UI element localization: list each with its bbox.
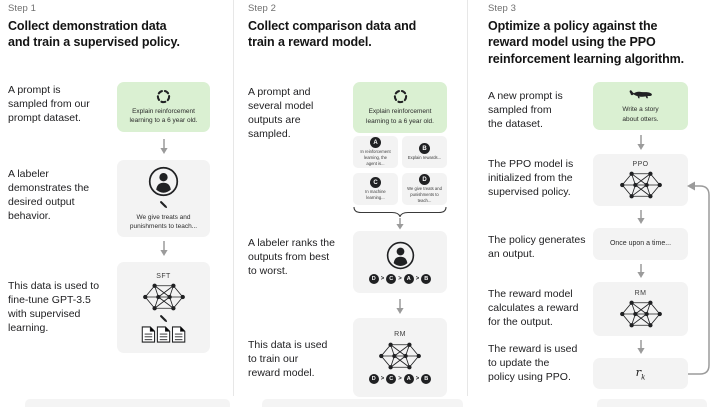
- arrow-down-icon: [636, 340, 646, 355]
- label-finetune: This data is used to fine-tune GPT-3.5 w…: [8, 280, 100, 334]
- output-letter: C: [370, 177, 381, 189]
- rank-separator: >: [415, 376, 420, 382]
- output-card-b: B Explain rewards...: [402, 136, 447, 168]
- rank-separator: >: [398, 376, 402, 382]
- ranking-row: D > C > A > B: [368, 374, 432, 384]
- reward-symbol-base: r: [635, 365, 642, 380]
- documents-icon: [141, 325, 187, 343]
- rank-circle: B: [421, 374, 432, 384]
- ranking-labeler-box: D > C > A > B: [353, 231, 447, 293]
- column-divider: [233, 0, 234, 396]
- model-tag: PPO: [632, 160, 649, 168]
- pencil-icon: [159, 200, 169, 210]
- output-letter: B: [419, 143, 430, 155]
- rm-model-box: RM: [593, 282, 688, 336]
- ranking-row: D > C > A > B: [368, 273, 432, 284]
- generated-output-text: Once upon a time...: [609, 240, 672, 248]
- label-train-reward-model: This data is used to train our reward mo…: [248, 339, 328, 379]
- output-card-c: C In machine learning...: [353, 173, 398, 205]
- step-label: Step 3: [488, 3, 517, 14]
- reward-symbol: rk: [636, 365, 646, 381]
- model-tag: RM: [394, 331, 406, 338]
- rank-circle: D: [368, 273, 379, 284]
- labeler-icon: [386, 241, 415, 270]
- arrow-down-icon: [636, 264, 646, 279]
- output-text: In machine learning...: [365, 189, 386, 200]
- neural-network-icon: [619, 299, 662, 329]
- label-prompt-outputs: A prompt and several model outputs are s…: [248, 86, 314, 140]
- output-text: In reinforcement learning, the agent is.…: [360, 149, 391, 166]
- step-label: Step 2: [248, 3, 277, 14]
- prompt-text: Explain reinforcement learning to a 6 ye…: [129, 107, 198, 124]
- rm-model-box: RM D > C > A > B: [353, 318, 447, 397]
- model-outputs-grid: A In reinforcement learning, the agent i…: [353, 136, 447, 205]
- loop-arrow-icon: [684, 176, 716, 380]
- step-heading: Collect demonstration data and train a s…: [8, 19, 180, 50]
- generated-output-box: Once upon a time...: [593, 228, 688, 260]
- arrow-down-icon: [636, 210, 646, 225]
- ppo-model-box: PPO: [593, 154, 688, 206]
- rank-separator: >: [380, 275, 385, 282]
- rank-separator: >: [398, 275, 402, 282]
- bottom-strip: [25, 399, 230, 407]
- labeler-icon: [148, 166, 179, 197]
- output-letter: D: [419, 174, 430, 186]
- label-policy-generates: The policy generates an output.: [488, 234, 586, 260]
- prompt-text: Explain reinforcement learning to a 6 ye…: [366, 108, 434, 125]
- output-card-a: A In reinforcement learning, the agent i…: [353, 136, 398, 168]
- step-label: Step 1: [8, 3, 37, 14]
- demonstration-text: We give treats and punishments to teach.…: [129, 213, 198, 230]
- label-ppo-initialized: The PPO model is initialized from the su…: [488, 158, 574, 198]
- output-text: We give treats and punishments to teach.…: [407, 186, 442, 203]
- step-heading: Collect comparison data and train a rewa…: [248, 19, 417, 50]
- prompt-box: Explain reinforcement learning to a 6 ye…: [353, 82, 447, 133]
- prompt-box: Write a story about otters.: [593, 82, 688, 130]
- rank-separator: >: [380, 376, 385, 382]
- arrow-down-icon: [159, 139, 169, 155]
- rank-circle: B: [421, 273, 432, 284]
- neural-network-icon: [379, 341, 421, 371]
- rank-circle: D: [368, 374, 379, 384]
- reward-symbol-subscript: k: [641, 373, 646, 382]
- sft-model-box: SFT: [117, 262, 210, 353]
- rank-circle: A: [403, 374, 414, 384]
- model-tag: SFT: [156, 272, 171, 280]
- label-prompt-sampled: A prompt is sampled from our prompt data…: [8, 84, 90, 124]
- output-letter: A: [370, 137, 381, 149]
- arrow-down-icon: [159, 241, 169, 257]
- model-tag: RM: [634, 289, 647, 297]
- step-heading: Optimize a policy against the reward mod…: [488, 19, 685, 66]
- column-divider: [467, 0, 468, 396]
- neural-network-icon: [142, 282, 185, 312]
- label-reward-calculated: The reward model calculates a reward for…: [488, 288, 579, 328]
- prompt-text: Write a story about otters.: [622, 106, 659, 123]
- output-card-d: D We give treats and punishments to teac…: [402, 173, 447, 205]
- arrow-down-icon: [636, 135, 646, 151]
- prompt-box: Explain reinforcement learning to a 6 ye…: [117, 82, 210, 132]
- output-text: Explain rewards...: [407, 155, 442, 161]
- label-new-prompt: A new prompt is sampled from the dataset…: [488, 90, 563, 130]
- arrow-down-icon: [395, 218, 405, 230]
- sampling-icon: [156, 89, 171, 104]
- neural-network-icon: [619, 170, 662, 200]
- pencil-icon: [159, 314, 169, 324]
- label-labeler-ranks: A labeler ranks the outputs from best to…: [248, 237, 335, 277]
- sampling-icon: [393, 89, 408, 104]
- reward-value-box: rk: [593, 358, 688, 389]
- arrow-down-icon: [395, 299, 405, 315]
- label-reward-updates-policy: The reward is used to update the policy …: [488, 343, 578, 383]
- rank-circle: A: [403, 273, 414, 284]
- bottom-strip: [262, 399, 463, 407]
- otter-icon: [628, 88, 654, 102]
- label-labeler-demonstrates: A labeler demonstrates the desired outpu…: [8, 168, 90, 222]
- curly-brace-icon: [353, 207, 447, 217]
- bottom-strip: [597, 399, 707, 407]
- rank-separator: >: [415, 275, 420, 282]
- rank-circle: C: [386, 374, 397, 384]
- rank-circle: C: [386, 273, 397, 284]
- labeler-box: We give treats and punishments to teach.…: [117, 160, 210, 237]
